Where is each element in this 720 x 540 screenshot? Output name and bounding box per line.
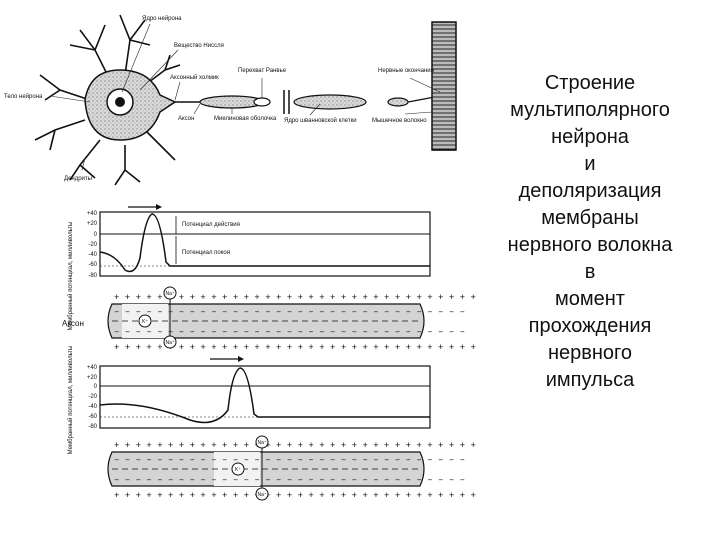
- title-line: мультиполярного: [510, 99, 670, 121]
- axon-1-na-top-circle: [163, 286, 177, 300]
- graph-1-y-label: Мембранный потенциал, милливольты: [67, 222, 74, 331]
- axon-1-k-ion: K⁺: [142, 319, 148, 325]
- label-axon: Аксон: [178, 116, 194, 122]
- title-line: импульса: [545, 369, 635, 391]
- title-line: нервного: [547, 342, 633, 364]
- label-schwann-nucleus: Ядро шванновской клетки: [284, 117, 357, 124]
- graph-1-tick: 0: [94, 232, 98, 238]
- graph-2-tick: +20: [87, 375, 98, 381]
- axon-1-minus-row-bottom: – – – – – – – – – – – – – – – – – – – – …: [114, 327, 465, 337]
- axon-2-k-circle: [231, 462, 245, 476]
- graph-1-resting-potential-label: Потенциал покоя: [182, 250, 230, 256]
- axon-2-na-bottom-circle: [255, 487, 269, 501]
- slide-title: Строение мультиполярного нейрона и депол…: [470, 70, 710, 394]
- graph-1-tick: +40: [87, 211, 98, 217]
- axon-1-plus-row-top: + + + + + + + + + + + + + + + + + + + + …: [114, 293, 476, 303]
- title-line: Строение: [544, 72, 636, 94]
- axon-1-na-bottom-circle: [163, 335, 177, 349]
- label-nucleus: Ядро нейрона: [142, 15, 182, 22]
- title-line: нервного волокна: [507, 234, 673, 256]
- graph-2-ticks: +40 +20 0 -20 -40 -60 -80: [87, 365, 98, 430]
- label-dendrites: Дендриты: [64, 176, 92, 182]
- axon-break-marks: [283, 90, 290, 114]
- axon-1-plus-row-bottom: + + + + + + + + + + + + + + + + + + + + …: [114, 343, 476, 353]
- title-line: прохождения: [528, 315, 652, 337]
- graph-1-ticks: +40 +20 0 -20 -40 -60 -80: [87, 211, 98, 279]
- label-nissl: Вещество Ниссля: [174, 43, 224, 49]
- axon-diagram-2: + + + + + + + + + + + + + + + + + + + + …: [107, 435, 476, 501]
- graph-2-tick: -40: [88, 404, 97, 410]
- graph-1-action-potential-curve: [99, 213, 430, 273]
- neuron-illustration: Ядро нейрона Вещество Ниссля Тело нейрон…: [4, 14, 457, 186]
- graph-2-frame: [99, 365, 431, 429]
- graph-2-tick: +40: [87, 365, 98, 371]
- axon-2-plus-row-bottom: + + + + + + + + + + + + + + + + + + + + …: [114, 491, 476, 501]
- label-cell-body: Тело нейрона: [4, 93, 43, 100]
- graph-1-arrow-head: [156, 204, 162, 210]
- axon-2-minus-row-top: – – – – – – – – – – – – – – – – – – – – …: [114, 455, 465, 465]
- myelin-sheath: [199, 94, 409, 110]
- axon-1-minus-row-top: – – – – – – – – – – – – – – – – – – – – …: [114, 307, 465, 317]
- label-myelin: Миелиновая оболочка: [214, 116, 277, 122]
- axon-2-k-ion: K⁺: [235, 467, 241, 473]
- title-line: момент: [555, 288, 625, 310]
- graph-1-tick: -40: [88, 252, 97, 258]
- graph-2-action-potential-curve: [99, 367, 430, 424]
- graph-2-y-label: Мембранный потенциал, милливольты: [67, 346, 74, 455]
- graph-1-action-potential-label: Потенциал действия: [182, 221, 240, 228]
- axon-1-k-circle: [138, 314, 152, 328]
- axon-1-na-top: Na⁺: [165, 291, 174, 297]
- label-nerve-endings: Нервные окончания: [378, 68, 434, 74]
- graph-2-tick: 0: [94, 384, 98, 390]
- label-axon-hillock: Аксонный холмик: [170, 74, 219, 81]
- graph-1-tick: -80: [88, 273, 97, 279]
- graph-2-arrow-head: [238, 356, 244, 362]
- nucleolus: [115, 97, 125, 107]
- title-line: деполяризация: [518, 180, 662, 202]
- axon-2-na-top: Na⁺: [257, 440, 266, 446]
- axon-1-na-bottom: Na⁺: [165, 340, 174, 346]
- graph-1-tick: -20: [88, 242, 97, 248]
- title-line: и: [584, 153, 596, 175]
- axon-2-minus-row-bottom: – – – – – – – – – – – – – – – – – – – – …: [114, 475, 465, 485]
- title-line: нейрона: [551, 126, 629, 148]
- graph-2-tick: -60: [88, 414, 97, 420]
- graph-2-tick: -80: [88, 424, 97, 430]
- title-line: в: [584, 261, 596, 283]
- muscle-fiber: [431, 21, 457, 151]
- axon-diagram-1: Аксон + + + + + + + + + + + + + + + + + …: [62, 286, 476, 353]
- axon-2-na-top-circle: [255, 435, 269, 449]
- membrane-potential-graph-1: Мембранный потенциал, милливольты +40 +2…: [67, 204, 431, 331]
- label-node: Перехват Ранвье: [238, 68, 287, 74]
- axon-1-label: Аксон: [62, 319, 84, 328]
- membrane-potential-graph-2: Мембранный потенциал, милливольты +40 +2…: [67, 346, 431, 455]
- graph-2-tick: -20: [88, 394, 97, 400]
- axon-2-plus-row-top: + + + + + + + + + + + + + + + + + + + + …: [114, 441, 476, 451]
- graph-1-tick: +20: [87, 221, 98, 227]
- graph-1-tick: -60: [88, 262, 97, 268]
- title-line: мембраны: [541, 207, 639, 229]
- axon-2-na-bottom: Na⁺: [257, 492, 266, 498]
- label-muscle: Мышечное волокно: [372, 118, 427, 124]
- label-leaders: [49, 23, 441, 171]
